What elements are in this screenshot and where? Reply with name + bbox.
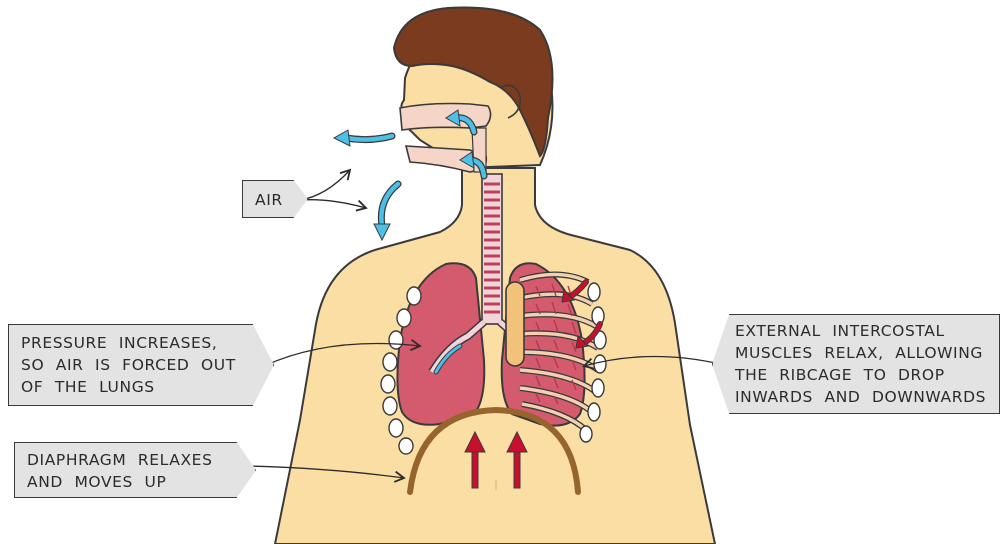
pressure-label-line-1: PRESSURE INCREASES, xyxy=(21,332,273,354)
trachea xyxy=(482,174,502,324)
intercostal-label: EXTERNAL INTERCOSTAL MUSCLES RELAX, ALLO… xyxy=(712,314,1000,414)
air-leader-up xyxy=(300,170,350,200)
intercostal-label-line-3: THE RIBCAGE TO DROP xyxy=(735,364,999,386)
pressure-label-line-3: OF THE LUNGS xyxy=(21,376,273,398)
intercostal-label-line-2: MUSCLES RELAX, ALLOWING xyxy=(735,342,999,364)
pressure-label-line-2: SO AIR IS FORCED OUT xyxy=(21,354,273,376)
diaphragm-label-line-1: DIAPHRAGM RELAXES xyxy=(27,449,255,471)
intercostal-label-line-1: EXTERNAL INTERCOSTAL xyxy=(735,320,999,342)
intercostal-label-line-4: INWARDS AND DOWNWARDS xyxy=(735,386,999,408)
sternum xyxy=(506,282,524,366)
air-leader-down xyxy=(300,200,366,208)
diaphragm-label-line-2: AND MOVES UP xyxy=(27,471,255,493)
diaphragm-label: DIAPHRAGM RELAXES AND MOVES UP xyxy=(14,442,256,498)
air-label-text: AIR xyxy=(255,189,307,211)
pressure-label: PRESSURE INCREASES, SO AIR IS FORCED OUT… xyxy=(8,324,274,406)
nasal-cavity xyxy=(400,104,491,131)
